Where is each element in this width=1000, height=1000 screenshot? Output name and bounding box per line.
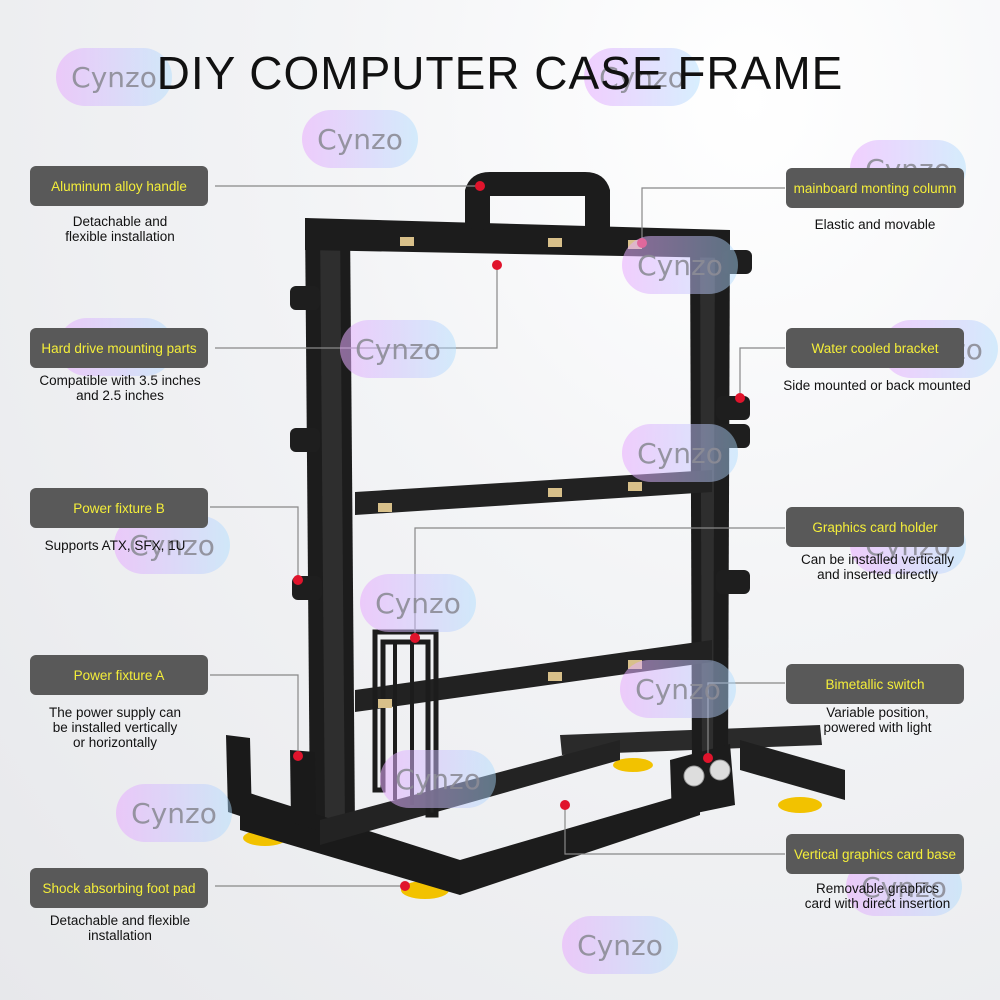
handle bbox=[465, 172, 610, 236]
top-rail bbox=[305, 218, 730, 258]
psu-b-label: Power fixture B bbox=[30, 488, 208, 528]
gpu-holder-label: Graphics card holder bbox=[786, 507, 964, 547]
switch-desc: Variable position, powered with light bbox=[823, 705, 932, 735]
foot-pad bbox=[778, 797, 822, 813]
mount-clip bbox=[548, 238, 562, 247]
watermark: Cynzo bbox=[340, 320, 456, 378]
left-post-face bbox=[320, 222, 345, 828]
mount-clip bbox=[400, 237, 414, 246]
side-bracket bbox=[290, 428, 320, 452]
switch-label: Bimetallic switch bbox=[786, 664, 964, 704]
water-label: Water cooled bracket bbox=[786, 328, 964, 368]
watermark: Cynzo bbox=[302, 110, 418, 168]
watermark: Cynzo bbox=[360, 574, 476, 632]
power-switch bbox=[683, 765, 705, 787]
psu-fixture-a-plate bbox=[290, 750, 316, 830]
watermark: Cynzo bbox=[622, 236, 738, 294]
gpu-holder bbox=[372, 629, 439, 818]
water-desc: Side mounted or back mounted bbox=[783, 378, 971, 393]
foot-label: Shock absorbing foot pad bbox=[30, 868, 208, 908]
watermark: Cynzo bbox=[620, 660, 736, 718]
lower-rail bbox=[355, 640, 712, 712]
handle-label: Aluminum alloy handle bbox=[30, 166, 208, 206]
watermark: Cynzo bbox=[116, 784, 232, 842]
mount-clip bbox=[378, 699, 392, 708]
foot-pad bbox=[613, 758, 653, 772]
hdd-desc: Compatible with 3.5 inches and 2.5 inche… bbox=[39, 373, 201, 403]
base-right-rail bbox=[740, 740, 845, 800]
watermark: Cynzo bbox=[622, 424, 738, 482]
watermark: Cynzo bbox=[56, 48, 172, 106]
page-title: DIY COMPUTER CASE FRAME bbox=[156, 47, 844, 99]
gpu-base-label: Vertical graphics card base bbox=[786, 834, 964, 874]
gpu-holder-desc: Can be installed vertically and inserted… bbox=[800, 552, 955, 582]
side-bracket bbox=[290, 286, 320, 310]
hdd-label: Hard drive mounting parts bbox=[30, 328, 208, 368]
mount-clip bbox=[548, 672, 562, 681]
psu-a-desc: The power supply can be installed vertic… bbox=[48, 705, 182, 750]
watermark: Cynzo bbox=[380, 750, 496, 808]
side-bracket bbox=[716, 396, 750, 420]
watermark: Cynzo bbox=[562, 916, 678, 974]
side-bracket bbox=[716, 570, 750, 594]
handle-desc: Detachable and flexible installation bbox=[65, 214, 175, 244]
psu-fixture-a bbox=[226, 735, 252, 820]
mount-clip bbox=[548, 488, 562, 497]
foot-desc: Detachable and flexible installation bbox=[49, 913, 191, 943]
watermark: Cynzo bbox=[584, 48, 700, 106]
base-front-rail-2 bbox=[460, 790, 700, 895]
psu-a-label: Power fixture A bbox=[30, 655, 208, 695]
right-post-face bbox=[700, 231, 715, 773]
reset-switch bbox=[709, 759, 731, 781]
mb-column-label: mainboard monting column bbox=[786, 168, 964, 208]
psu-b-desc: Supports ATX, SFX, 1U bbox=[44, 538, 186, 553]
middle-rail bbox=[355, 470, 712, 515]
mount-clip bbox=[628, 482, 642, 491]
mb-column-desc: Elastic and movable bbox=[814, 217, 936, 232]
mount-clip bbox=[378, 503, 392, 512]
gpu-base-desc: Removable graphics card with direct inse… bbox=[804, 881, 951, 911]
